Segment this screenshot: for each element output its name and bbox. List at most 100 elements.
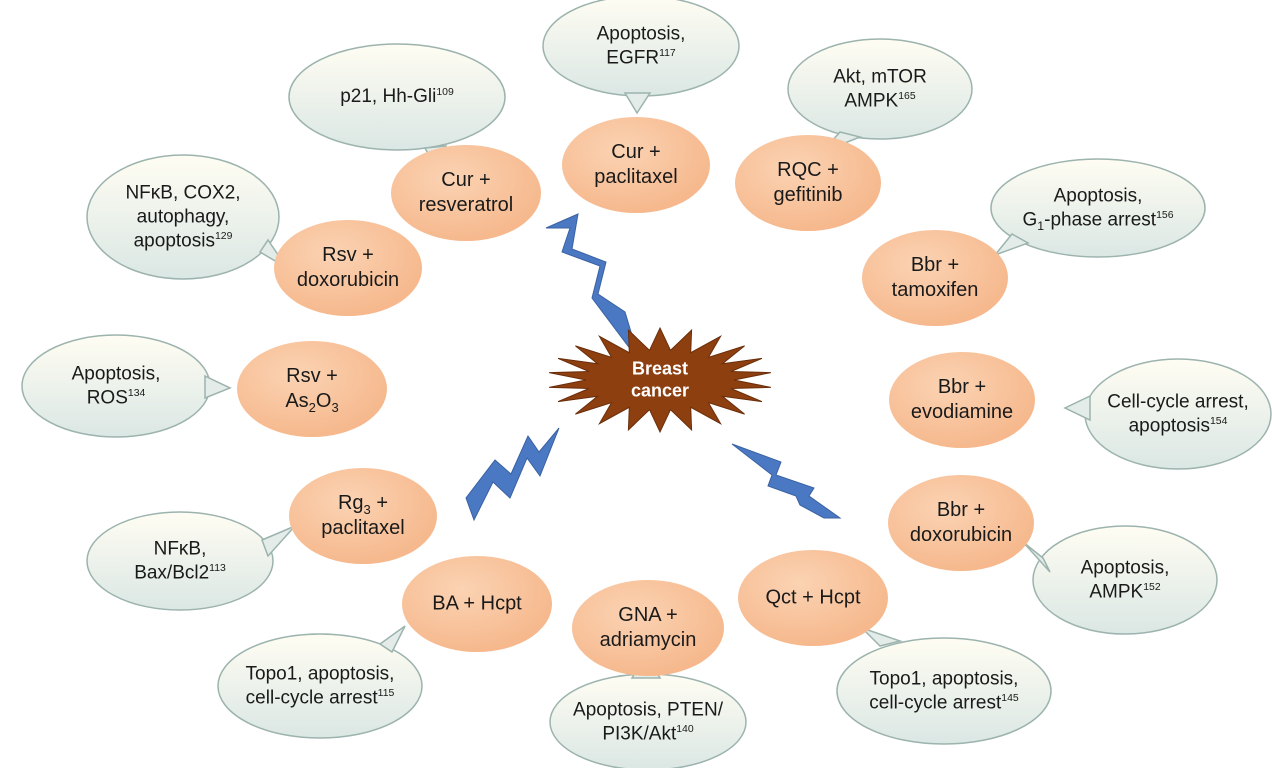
reference-number: 134 — [127, 387, 146, 399]
reference-number: 145 — [1001, 692, 1019, 704]
effect-label-ros: Apoptosis, ROS134 — [72, 362, 161, 410]
effect-line: Apoptosis, — [1080, 557, 1170, 579]
combo-label-qct-hcpt: Qct + Hcpt — [765, 586, 860, 611]
effect-line: Apoptosis, PTEN/ — [573, 699, 723, 721]
reference-number: 113 — [209, 562, 226, 574]
text-run: O — [315, 390, 332, 412]
effect-line: PI3K/Akt140 — [573, 722, 723, 746]
lightning-bolt-top-icon — [545, 213, 641, 363]
effect-line: cell-cycle arrest145 — [869, 691, 1018, 715]
center-label-line1: Breast — [631, 358, 689, 379]
effect-line: autophagy, — [136, 206, 230, 228]
effect-bubble-topo115 — [217, 625, 423, 739]
combo-line: resveratrol — [418, 194, 514, 216]
text-run: EGFR — [606, 47, 660, 68]
effect-label-cellcycle154: Cell-cycle arrest, apoptosis154 — [1107, 390, 1248, 438]
combo-ellipse-cur-paclitaxel — [562, 117, 710, 213]
combo-line: paclitaxel — [321, 517, 405, 539]
text-run: p21, Hh-Gli — [340, 86, 437, 108]
combo-line: Bbr + — [937, 376, 987, 398]
effect-line: Apoptosis, — [1053, 185, 1143, 207]
combo-label-bbr-tamoxifen: Bbr + tamoxifen — [892, 253, 979, 303]
text-run: cell-cycle arrest — [245, 687, 378, 708]
combo-line: Bbr + — [910, 254, 960, 276]
effect-line: Bax/Bcl2113 — [134, 561, 226, 585]
text-run: AMPK — [1089, 581, 1144, 602]
combo-ellipse-rsv-doxorubicin — [274, 220, 422, 316]
effect-line: apoptosis129 — [125, 229, 240, 253]
text-run: apoptosis — [133, 229, 215, 251]
center-label-line2: cancer — [630, 380, 690, 400]
effect-label-topo115: Topo1, apoptosis, cell-cycle arrest115 — [246, 662, 395, 710]
effect-line: G1-phase arrest156 — [1022, 208, 1173, 232]
text-run: + — [370, 492, 389, 514]
combo-line: BA + Hcpt — [432, 592, 522, 615]
effect-label-ampk152: Apoptosis, AMPK152 — [1081, 556, 1170, 604]
combo-line: Rsv + — [322, 244, 374, 266]
combo-line: GNA + — [618, 604, 678, 626]
combo-label-bbr-evodiamine: Bbr + evodiamine — [911, 375, 1013, 425]
combo-line: Rg3 + — [321, 491, 404, 516]
text-run: ROS — [86, 387, 128, 408]
text-run: cell-cycle arrest — [869, 692, 1002, 713]
effect-line: Apoptosis, — [596, 23, 686, 45]
combo-ellipse-qct-hcpt — [738, 550, 888, 646]
text-run: Rg — [337, 492, 364, 514]
effect-line: p21, Hh-Gli109 — [340, 85, 454, 109]
subscript: 3 — [363, 502, 371, 517]
subscript: 2 — [308, 400, 316, 415]
effect-label-p21: p21, Hh-Gli109 — [340, 85, 454, 109]
combo-line: Rsv + — [286, 365, 338, 387]
combo-line: paclitaxel — [594, 166, 678, 188]
effect-line: apoptosis154 — [1107, 414, 1248, 438]
combo-line: evodiamine — [910, 401, 1014, 423]
combo-ellipse-rqc-gefitinib — [735, 135, 881, 231]
text-run: PI3K/Akt — [602, 723, 677, 744]
effect-line: EGFR117 — [597, 46, 686, 70]
combo-line: doxorubicin — [296, 269, 400, 291]
effect-label-nfkb113: NFκB, Bax/Bcl2113 — [134, 537, 226, 585]
center-label: Breast cancer — [631, 358, 689, 401]
effect-line: Apoptosis, — [71, 363, 161, 385]
text-run: G — [1022, 209, 1038, 230]
combo-line: adriamycin — [599, 629, 697, 651]
effect-line: AMPK152 — [1081, 580, 1170, 604]
effect-line: AMPK165 — [833, 89, 927, 113]
combo-label-cur-paclitaxel: Cur + paclitaxel — [594, 140, 677, 190]
effect-label-pten: Apoptosis, PTEN/ PI3K/Akt140 — [573, 698, 723, 746]
reference-number: 129 — [214, 230, 233, 242]
effect-line: Topo1, apoptosis, — [869, 668, 1019, 690]
effect-line: ROS134 — [72, 386, 161, 410]
text-run: Bax/Bcl2 — [134, 562, 210, 583]
lightning-bolt-right-icon — [731, 443, 842, 519]
combo-line: As2O3 — [285, 389, 338, 414]
combo-ellipse-bbr-tamoxifen — [862, 230, 1008, 326]
effect-bubble-g1 — [990, 158, 1206, 258]
text-run: apoptosis — [1128, 415, 1210, 436]
text-run: As — [285, 390, 309, 412]
text-run: AMPK — [844, 90, 899, 111]
effect-line: NFκB, COX2, — [125, 182, 241, 204]
combo-ellipse-rg3-paclitaxel — [289, 468, 437, 564]
combo-label-gna-adriamycin: GNA + adriamycin — [600, 603, 697, 653]
combo-ellipse-cur-resveratrol — [391, 145, 541, 241]
combo-label-rqc-gefitinib: RQC + gefitinib — [774, 158, 843, 208]
effect-line: NFκB, — [153, 538, 207, 560]
effect-line: cell-cycle arrest115 — [246, 686, 395, 710]
effect-line: Cell-cycle arrest, — [1107, 391, 1249, 413]
combo-label-ba-hcpt: BA + Hcpt — [432, 592, 522, 617]
effect-bubble-nfkb113 — [86, 511, 296, 611]
combo-line: Cur + — [441, 169, 491, 191]
reference-number: 152 — [1143, 581, 1161, 593]
text-run: -phase arrest — [1044, 209, 1157, 230]
combo-line: doxorubicin — [909, 524, 1013, 546]
combo-label-rsv-doxorubicin: Rsv + doxorubicin — [297, 243, 399, 293]
breast-cancer-starburst-icon — [549, 326, 771, 434]
combo-ellipse-rsv-as2o3 — [237, 341, 387, 437]
combo-line: RQC + — [777, 159, 839, 181]
combo-line: gefitinib — [773, 184, 843, 206]
effect-line: Akt, mTOR — [833, 66, 927, 88]
effect-label-topo145: Topo1, apoptosis, cell-cycle arrest145 — [869, 667, 1018, 715]
reference-number: 165 — [898, 90, 916, 102]
